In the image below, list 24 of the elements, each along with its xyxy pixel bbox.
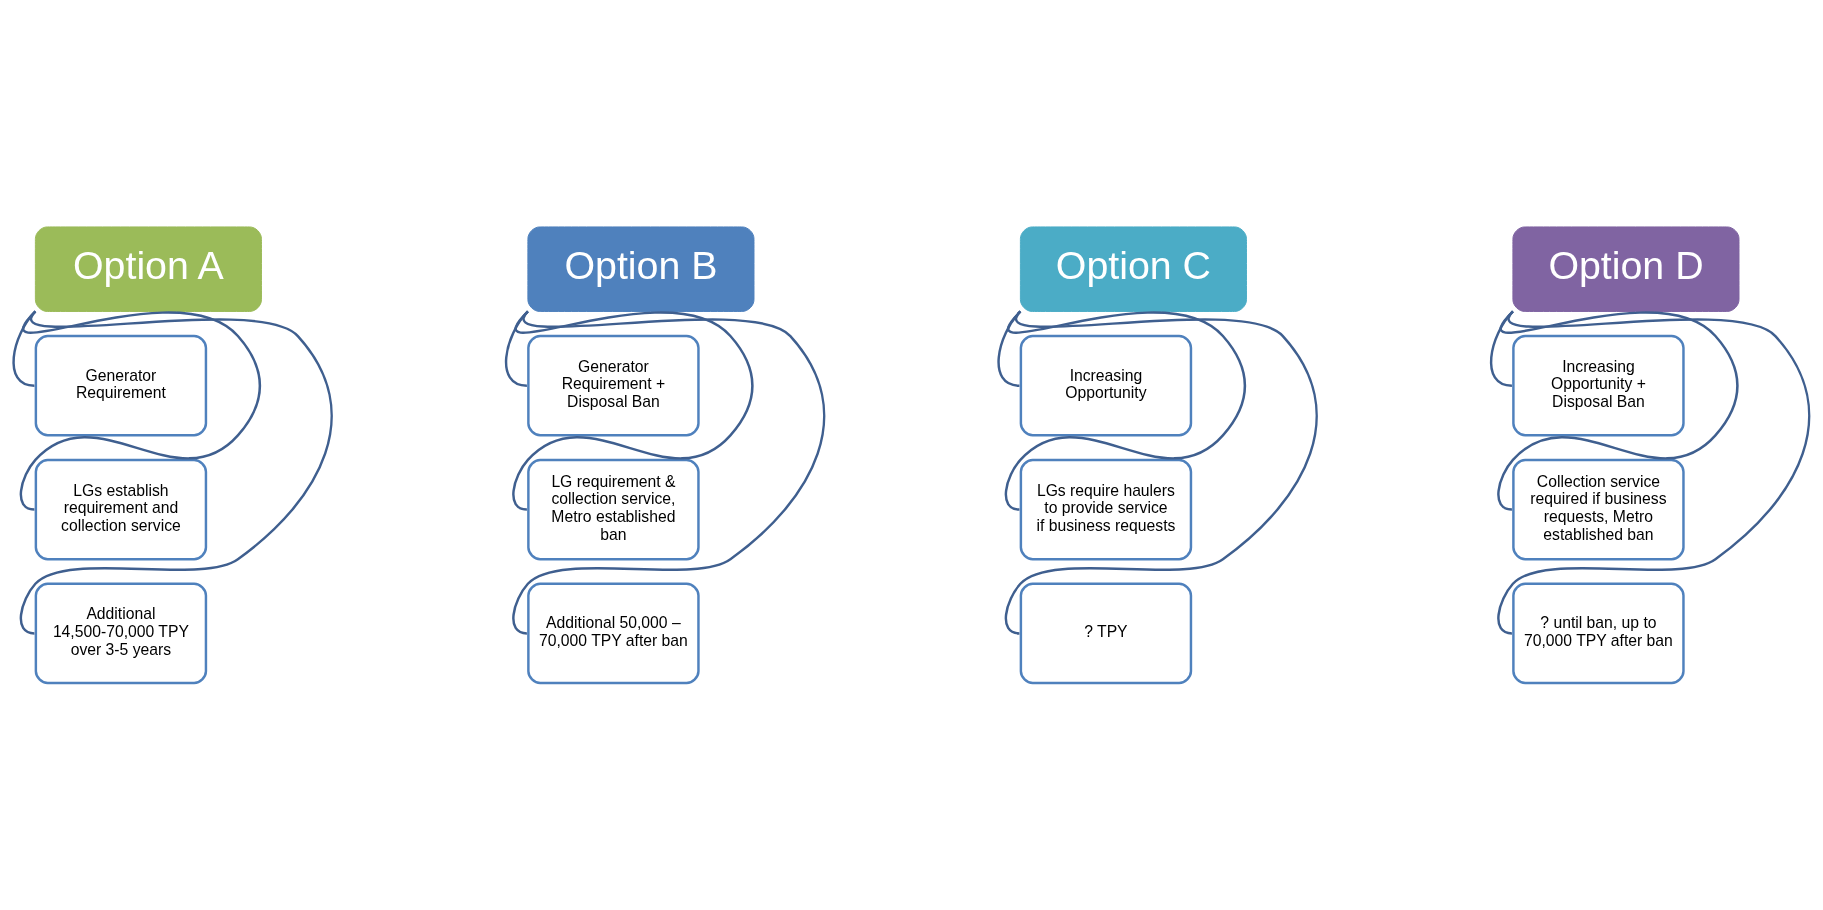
node-box: LGs establish requirement and collection service	[34, 458, 208, 561]
node-box: LGs require haulers to provide service if business requests	[1019, 458, 1193, 561]
connector	[1497, 310, 1811, 635]
connector	[19, 310, 262, 511]
connector	[512, 310, 826, 635]
node-box: LG requirement & collection service, Metro established ban	[527, 458, 700, 561]
connector	[19, 310, 333, 635]
connector	[1004, 310, 1247, 511]
node-box: Increasing Opportunity	[1019, 334, 1193, 437]
node-box: Option A	[34, 226, 262, 312]
connector	[1497, 310, 1739, 511]
node-box: Increasing Opportunity + Disposal Ban	[1512, 334, 1685, 437]
node-box: Collection service required if business requests, Metro established ban	[1512, 458, 1685, 561]
node-box: Generator Requirement + Disposal Ban	[527, 334, 700, 437]
node-box: Generator Requirement	[34, 334, 208, 437]
node-box: ? until ban, up to 70,000 TPY after ban	[1512, 582, 1685, 685]
connector	[1004, 310, 1318, 635]
node-box: Option C	[1019, 226, 1247, 312]
node-box: Additional 14,500-70,000 TPY over 3-5 years	[34, 582, 208, 685]
node-box: Option D	[1512, 226, 1740, 312]
node-box: ? TPY	[1019, 582, 1193, 685]
node-box: Option B	[527, 226, 755, 312]
node-box: Additional 50,000 – 70,000 TPY after ban	[527, 582, 700, 685]
connector	[512, 310, 754, 511]
